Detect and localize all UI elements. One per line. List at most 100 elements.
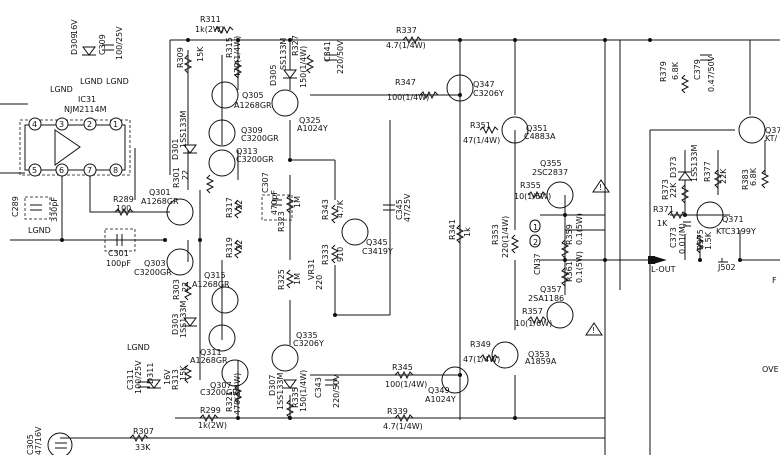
label-r319: R319 bbox=[225, 237, 234, 258]
label-cn37-pin1: 1 bbox=[533, 223, 538, 232]
label-lgnd-4: LGND bbox=[28, 226, 51, 235]
label-r333: R333 bbox=[321, 244, 330, 265]
label-c305: C305 bbox=[26, 434, 35, 455]
label-q335: Q335 bbox=[296, 331, 318, 340]
label-q303: Q303 bbox=[144, 259, 166, 268]
capacitors bbox=[24, 44, 712, 455]
label-r327: R327 bbox=[291, 35, 300, 56]
label-r315: R315 bbox=[225, 37, 234, 58]
label-q349: Q349 bbox=[428, 386, 450, 395]
label-d301p: 1SS133M bbox=[179, 110, 188, 148]
labels: D309 16V C309 100/25V LGND LGND LGND R31… bbox=[11, 15, 780, 455]
label-d307p: 1SS133M bbox=[276, 372, 285, 410]
label-c301v: 100pF bbox=[106, 259, 131, 268]
label-q37: Q37 bbox=[765, 126, 780, 135]
label-r357: R357 bbox=[522, 307, 543, 316]
label-cn37: CN37 bbox=[533, 253, 542, 275]
label-r341: R341 bbox=[448, 219, 457, 240]
label-q351: Q351 bbox=[526, 124, 548, 133]
label-q355: Q355 bbox=[540, 159, 562, 168]
label-j502: J502 bbox=[717, 263, 736, 272]
label-r373v: 22K bbox=[669, 182, 678, 198]
label-r341v: 1k bbox=[463, 227, 472, 237]
label-r361: R361 bbox=[565, 261, 574, 282]
label-cn37-pin2: 2 bbox=[533, 238, 538, 247]
pin-3: 3 bbox=[59, 120, 64, 129]
label-r325: R325 bbox=[277, 269, 286, 290]
label-r289v: 100 bbox=[116, 204, 131, 213]
label-q353: Q353 bbox=[528, 350, 550, 359]
label-r371: R371 bbox=[653, 205, 674, 214]
label-c341v: 220/50V bbox=[336, 40, 345, 74]
label-q307: Q307 bbox=[210, 381, 232, 390]
label-r351v: 47(1/4W) bbox=[463, 136, 500, 145]
label-c311v: 100/25V bbox=[134, 360, 143, 394]
label-r317: R317 bbox=[225, 197, 234, 218]
label-r303v: 22 bbox=[181, 282, 190, 292]
ic31-ref: IC31 bbox=[78, 95, 96, 104]
label-c379v: 0.47/50V bbox=[707, 55, 716, 92]
label-r383: R383 bbox=[741, 169, 750, 190]
label-r377: R377 bbox=[703, 161, 712, 182]
label-q309: Q309 bbox=[241, 126, 263, 135]
resistors bbox=[114, 25, 770, 443]
label-r349: R349 bbox=[470, 340, 491, 349]
label-c301: C301 bbox=[108, 249, 129, 258]
label-c345v: 47/25V bbox=[403, 193, 412, 222]
label-c341: C341 bbox=[323, 41, 332, 62]
label-r347: R347 bbox=[395, 78, 416, 87]
label-r309: R309 bbox=[176, 47, 185, 68]
label-r335v: 150(1/4W) bbox=[299, 370, 308, 412]
pin-2: 2 bbox=[87, 120, 92, 129]
junctions bbox=[60, 38, 742, 420]
label-q315: Q315 bbox=[204, 271, 226, 280]
label-r299v: 1k(2W) bbox=[198, 421, 227, 430]
label-q311: Q311 bbox=[200, 348, 222, 357]
pin-7: 7 bbox=[87, 166, 92, 175]
label-r351: R351 bbox=[470, 121, 491, 130]
pin-8: 8 bbox=[113, 166, 118, 175]
label-d311v: 16V bbox=[163, 369, 172, 385]
pin-1: 1 bbox=[113, 120, 118, 129]
label-q371p: KTC3199Y bbox=[716, 227, 756, 236]
label-r303: R303 bbox=[172, 279, 181, 300]
label-r345: R345 bbox=[392, 363, 413, 372]
label-d307: D307 bbox=[268, 375, 277, 396]
transistors bbox=[166, 74, 766, 394]
label-r301v: 22 bbox=[181, 170, 190, 180]
label-r315v: 470(1/4W) bbox=[233, 36, 242, 78]
label-r353: R353 bbox=[491, 224, 500, 245]
label-lgnd-5: LGND bbox=[127, 343, 150, 352]
label-r347v: 100(1/4W) bbox=[387, 93, 429, 102]
label-c311: C311 bbox=[126, 369, 135, 390]
label-r289: R289 bbox=[113, 195, 134, 204]
label-r311: R311 bbox=[200, 15, 221, 24]
label-d311: D311 bbox=[146, 363, 155, 384]
label-c379: C379 bbox=[693, 59, 702, 80]
label-r313: R313 bbox=[171, 369, 180, 390]
label-r361v: 0.1(5W) bbox=[575, 251, 584, 283]
label-c289v: 330pF bbox=[50, 197, 59, 222]
label-q303p: C3200GR bbox=[134, 268, 172, 277]
label-r307v: 33K bbox=[135, 443, 151, 452]
misc-symbols: ! ! bbox=[529, 179, 728, 336]
label-q301p: A1268GR bbox=[141, 197, 179, 206]
label-q305: Q305 bbox=[242, 91, 264, 100]
label-l-out: L-OUT bbox=[651, 265, 676, 274]
label-c373v: 0.01(M) bbox=[678, 223, 687, 254]
label-c343v: 220/50V bbox=[332, 374, 341, 408]
label-r307: R307 bbox=[133, 427, 154, 436]
label-r333v: 910 bbox=[336, 247, 345, 262]
label-q347p: C3206Y bbox=[473, 89, 504, 98]
warning-icon: ! bbox=[599, 183, 602, 192]
label-r353v: 220(1/4W) bbox=[501, 216, 510, 258]
label-q37p: KT/ bbox=[765, 134, 778, 143]
label-r373: R373 bbox=[661, 179, 670, 200]
label-lgnd-1: LGND bbox=[80, 77, 103, 86]
label-r339: R339 bbox=[387, 407, 408, 416]
label-vr31: VR31 bbox=[307, 259, 316, 280]
label-r349v: 47(1/4W) bbox=[463, 355, 500, 364]
label-q301: Q301 bbox=[149, 188, 171, 197]
label-r383v: 6.8K bbox=[749, 167, 758, 186]
label-q351p: C4883A bbox=[524, 132, 556, 141]
